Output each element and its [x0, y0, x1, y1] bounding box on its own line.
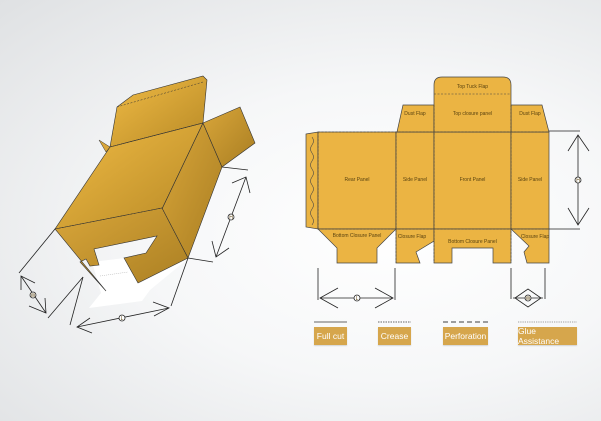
- crease-lines: [317, 93, 549, 263]
- label-side-panel-right: Side Panel: [518, 177, 542, 183]
- dimension-3d-width: [18, 228, 84, 319]
- label-rear-panel: Rear Panel: [344, 177, 369, 183]
- folded-box-3d: H L W: [18, 75, 256, 334]
- legend-crease: Crease: [378, 327, 411, 345]
- dieline: [305, 76, 550, 264]
- dim-width-label: W: [526, 296, 531, 302]
- rear-panel: [317, 131, 397, 230]
- dimension-3d-length: [69, 257, 189, 334]
- side-panel-left: [395, 131, 435, 230]
- label-closure-flap-left: Closure Flap: [398, 234, 427, 240]
- dust-flap-left: [396, 104, 435, 133]
- dimension-height: [549, 130, 590, 230]
- side-panel-right: [510, 131, 550, 230]
- label-bottom-closure-panel-front: Bottom Closure Panel: [448, 239, 497, 245]
- dust-flap-right: [510, 104, 550, 133]
- glue-flap: [305, 131, 319, 230]
- bottom-closure-panel-front: [433, 228, 512, 264]
- top-tuck-flap: [433, 76, 512, 133]
- dimension-3d-height: [187, 166, 251, 263]
- dust-flap-3d: [202, 106, 256, 168]
- bottom-flaps-3d: [54, 207, 189, 292]
- legend-perforation: Perforation: [443, 327, 488, 345]
- label-top-closure-panel: Top closure panel: [453, 111, 492, 117]
- legend-glue-assistance: Glue Assistance: [518, 326, 577, 346]
- label-top-tuck-flap: Top Tuck Flap: [457, 84, 488, 90]
- glue-assistance-wave: [310, 136, 314, 226]
- dim-3d-length-label: L: [121, 316, 124, 322]
- label-bottom-closure-panel-rear: Bottom Closure Panel: [333, 233, 382, 239]
- legend-full-cut: Full cut: [314, 327, 347, 345]
- label-side-panel-left: Side Panel: [403, 177, 427, 183]
- dim-height-label: H: [576, 178, 580, 184]
- label-dust-flap-left: Dust Flap: [404, 111, 426, 117]
- label-front-panel: Front Panel: [460, 177, 486, 183]
- dim-length-label: L: [356, 296, 359, 302]
- label-closure-flap-right: Closure Flap: [521, 234, 550, 240]
- label-dust-flap-right: Dust Flap: [519, 111, 541, 117]
- dimension-length: [317, 268, 396, 309]
- dim-3d-width-label: W: [31, 293, 36, 299]
- dim-3d-height-label: H: [229, 215, 233, 221]
- dimension-width: [510, 268, 546, 308]
